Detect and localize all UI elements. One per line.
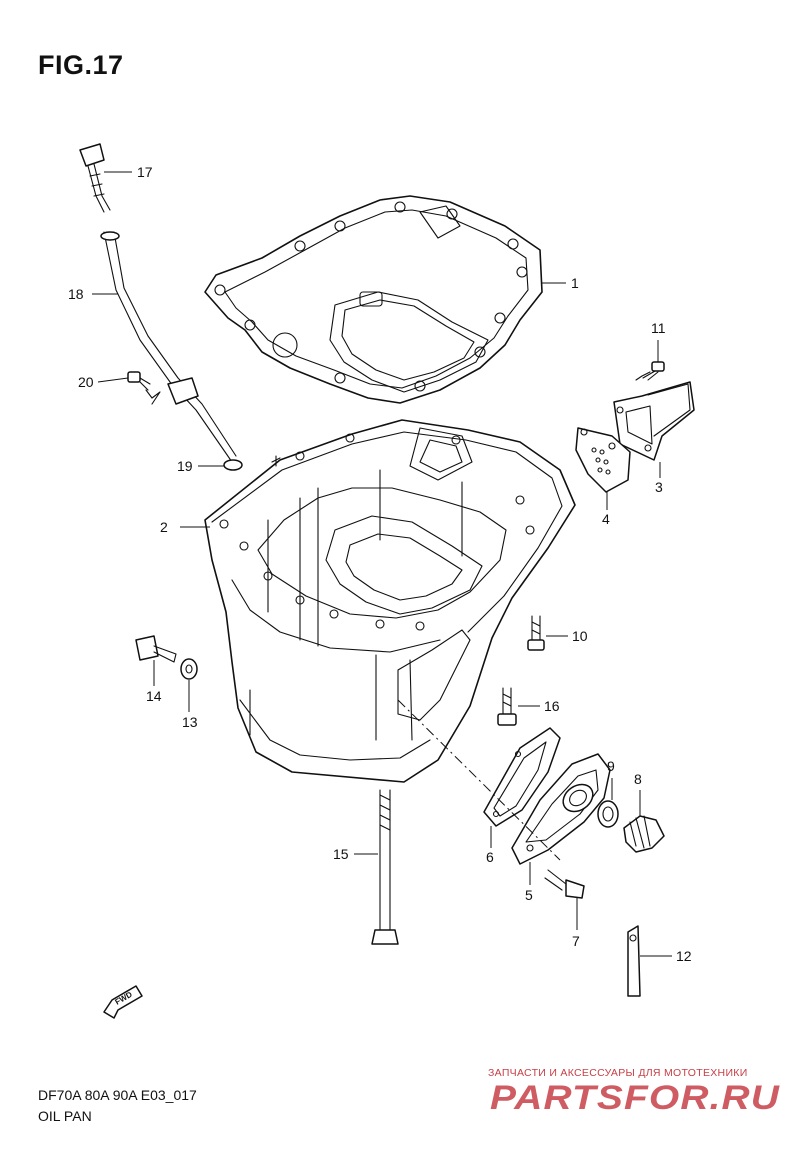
part-4-gasket — [575, 427, 631, 493]
watermark-caption: ЗАПЧАСТИ И АКСЕССУАРЫ ДЛЯ МОТОТЕХНИКИ — [488, 1067, 748, 1079]
callout-8: 8 — [634, 771, 642, 787]
alignment-line — [397, 699, 561, 861]
part-19-o-ring — [223, 459, 243, 471]
part-17-dipstick — [79, 143, 111, 213]
part-6-gasket — [483, 727, 561, 827]
part-15-long-bolt — [371, 789, 399, 945]
callout-5: 5 — [525, 887, 533, 903]
callout-9: 9 — [607, 758, 615, 774]
part-8-drain-plug — [623, 815, 665, 853]
callout-6: 6 — [486, 849, 494, 865]
part-18-guide-tube — [100, 231, 237, 463]
part-11-bolt — [635, 361, 665, 381]
part-9-washer — [597, 800, 619, 828]
part-16-bolt — [497, 687, 517, 726]
callout-19: 19 — [177, 458, 193, 474]
callout-4: 4 — [602, 511, 610, 527]
callout-1: 1 — [571, 275, 579, 291]
section-name: OIL PAN — [38, 1108, 92, 1124]
part-20-bolt — [127, 371, 161, 405]
callout-7: 7 — [572, 933, 580, 949]
callout-10: 10 — [572, 628, 588, 644]
watermark-logo-text: PARTSFOR.RU — [490, 1080, 781, 1114]
callout-14: 14 — [146, 688, 162, 704]
callout-20: 20 — [78, 374, 94, 390]
part-13-washer — [180, 658, 198, 680]
callout-13: 13 — [182, 714, 198, 730]
callout-12: 12 — [676, 948, 692, 964]
leader-lines — [92, 171, 672, 957]
figure-title: FIG.17 — [38, 50, 124, 80]
part-2-oil-pan — [204, 419, 576, 783]
callout-3: 3 — [655, 479, 663, 495]
part-14-bolt — [135, 635, 177, 663]
callout-17: 17 — [137, 164, 153, 180]
callout-11: 11 — [651, 320, 666, 336]
part-10-bolt — [527, 615, 545, 651]
part-7-bolt — [544, 869, 585, 899]
callout-16: 16 — [544, 698, 560, 714]
callout-18: 18 — [68, 286, 84, 302]
fwd-arrow-icon: FWD — [103, 985, 143, 1019]
callout-2: 2 — [160, 519, 168, 535]
callout-15: 15 — [333, 846, 349, 862]
model-code: DF70A 80A 90A E03_017 — [38, 1087, 197, 1103]
part-12-clip — [627, 925, 641, 997]
part-1-gasket — [204, 195, 543, 404]
part-3-cover — [613, 381, 695, 461]
watermark-logo: PARTSFOR.RU — [490, 1080, 781, 1114]
